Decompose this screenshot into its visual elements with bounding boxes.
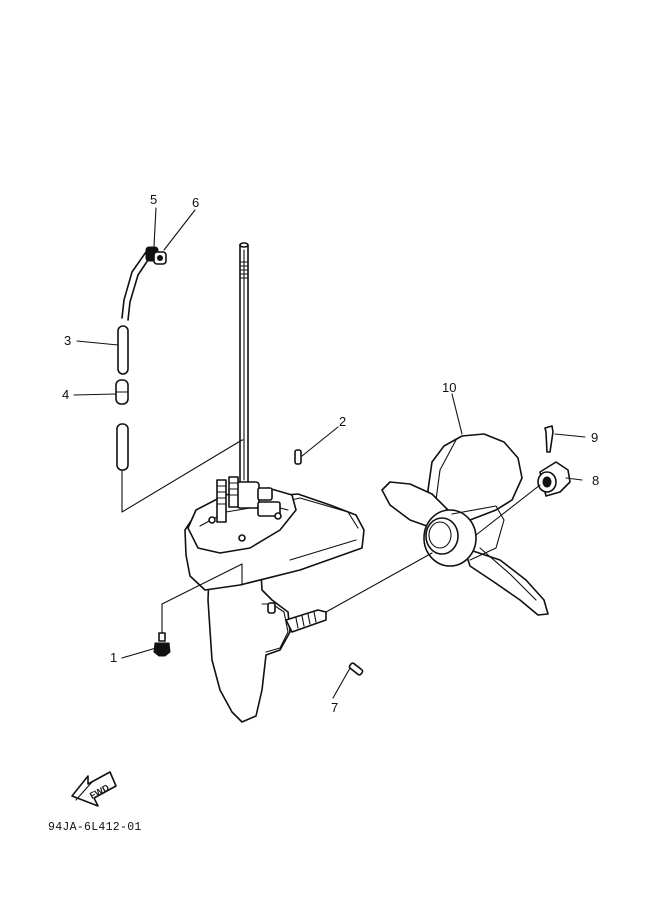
leader-lines [73,207,586,699]
callout-3: 3 [64,333,71,348]
bolt-1 [153,632,171,657]
grommet-5 [145,246,167,265]
dowel-pin-2 [294,449,302,465]
water-tube-assembly [115,246,167,471]
callout-4: 4 [62,387,69,402]
callout-labels: 1 2 3 4 5 6 7 8 9 10 [62,192,599,715]
fwd-arrow-icon: FWD [71,771,117,807]
callout-2: 2 [339,414,346,429]
pin-7 [348,662,364,676]
tube-segment-lower [116,423,129,471]
tube-segment-3 [117,325,129,375]
drive-shaft [239,242,249,486]
callout-9: 9 [591,430,598,445]
callout-10: 10 [442,380,456,395]
callout-1: 1 [110,650,117,665]
callout-6: 6 [192,195,199,210]
callout-7: 7 [331,700,338,715]
washer-8 [537,461,571,497]
callout-8: 8 [592,473,599,488]
lower-casing [184,476,365,723]
propeller-10 [381,433,549,616]
drawing-code: 94JA-6L412-01 [48,821,142,834]
cotter-pin-9 [544,425,554,453]
callout-5: 5 [150,192,157,207]
